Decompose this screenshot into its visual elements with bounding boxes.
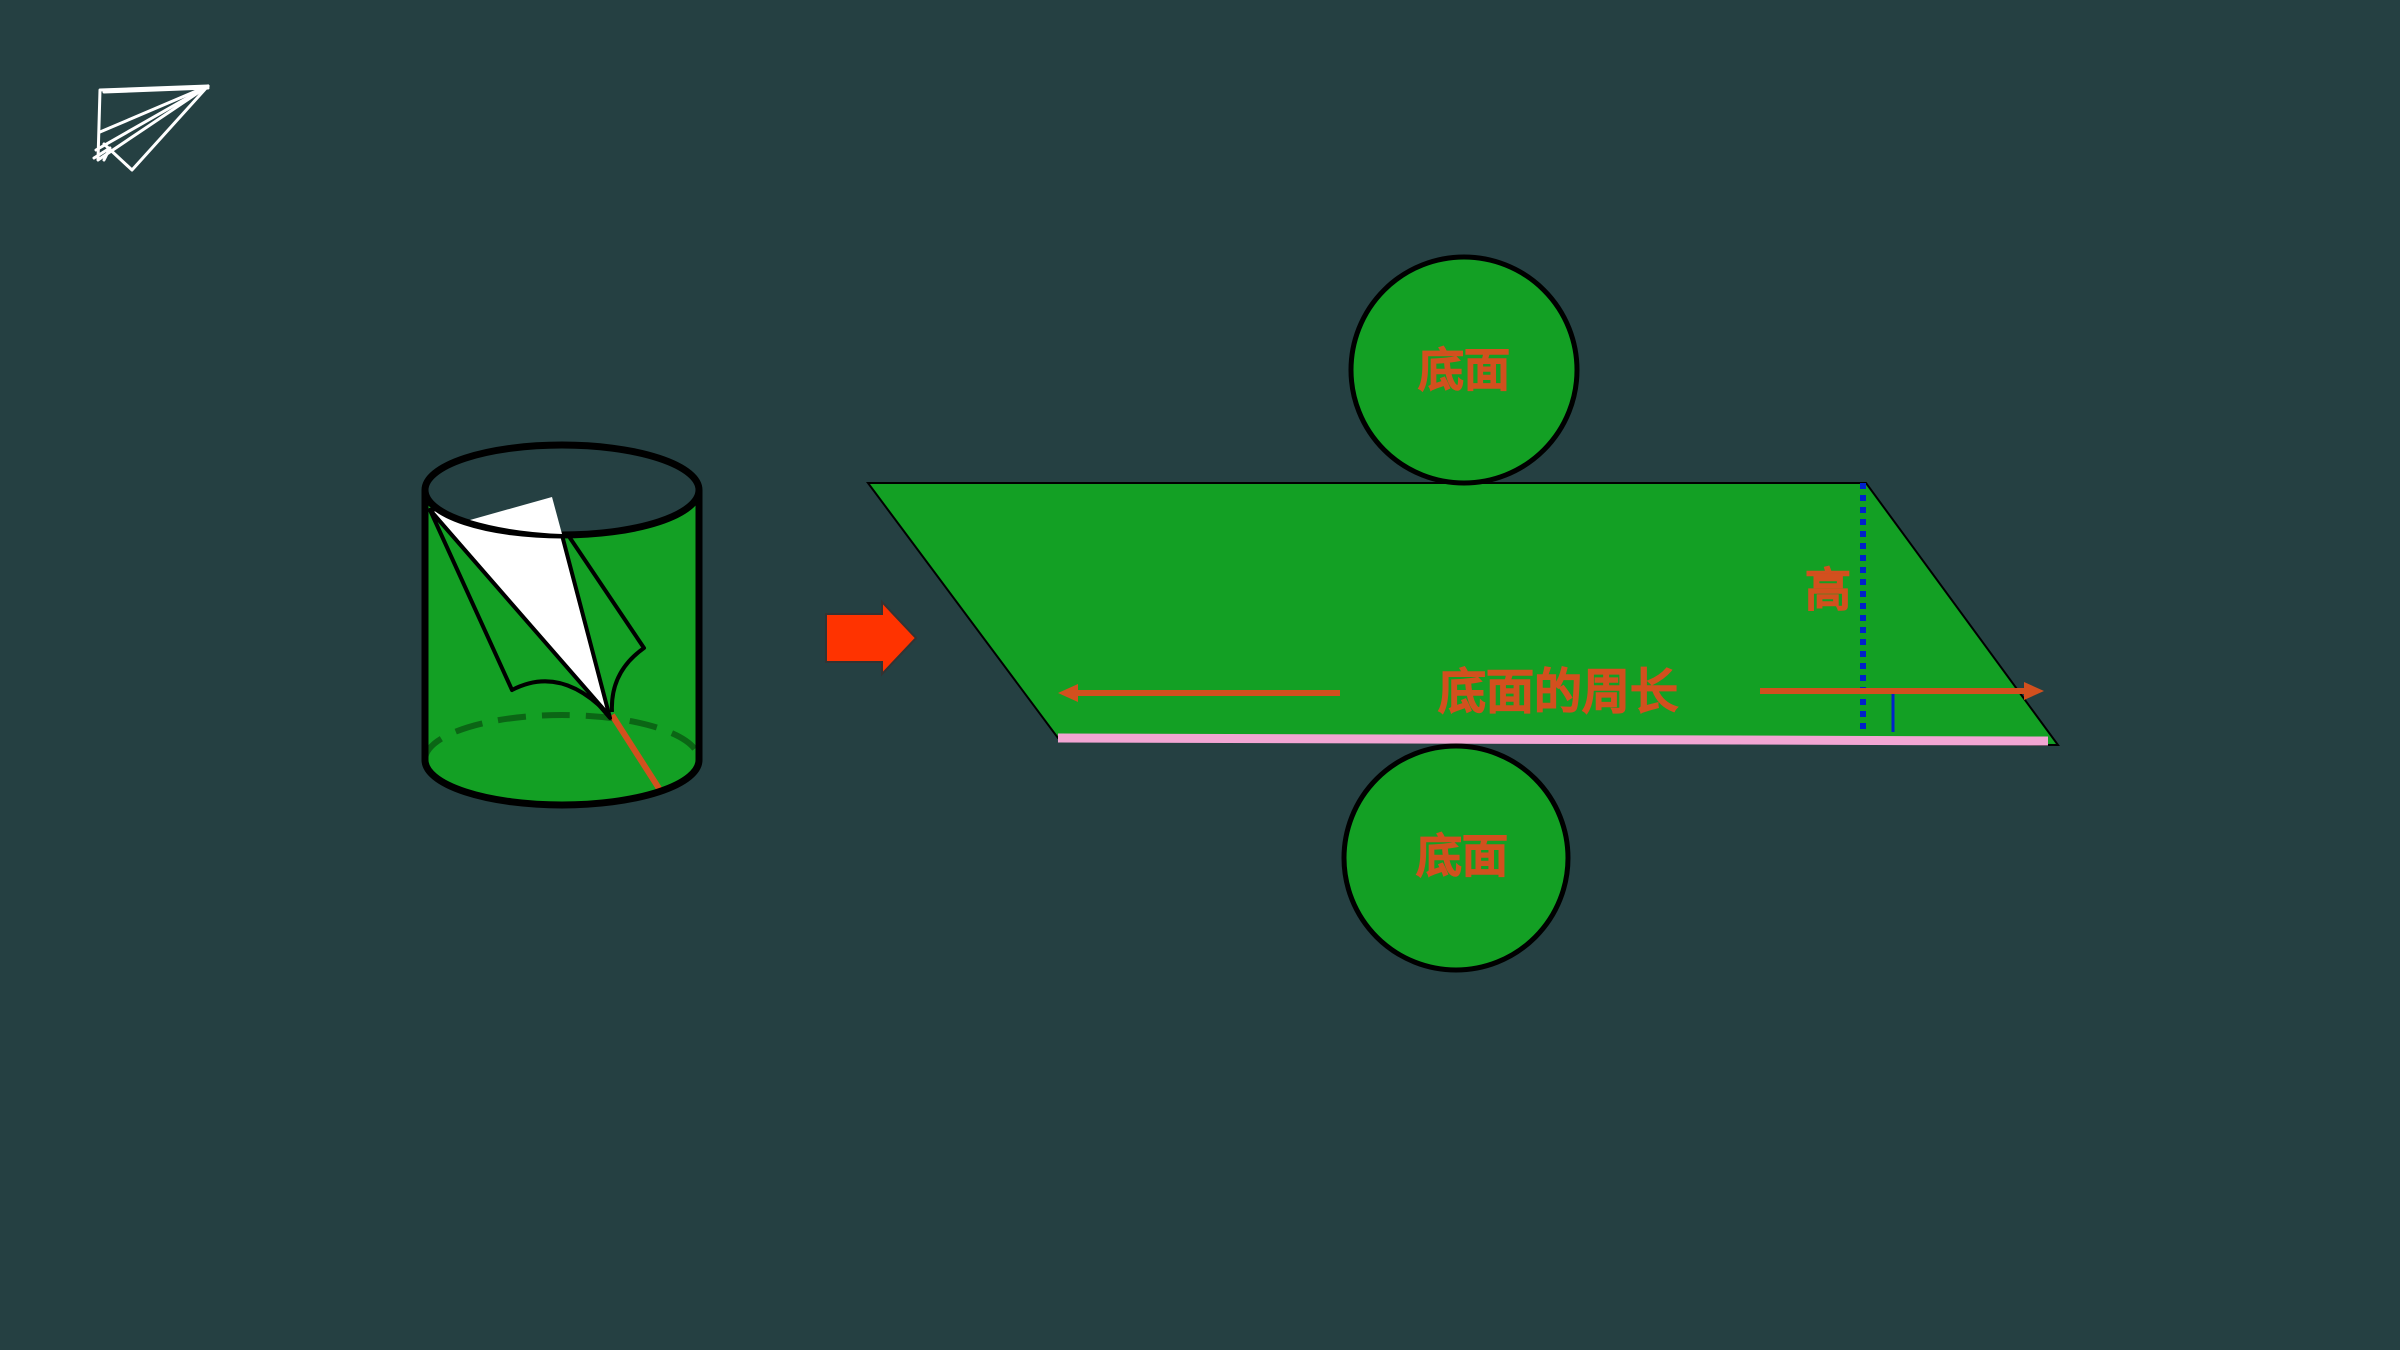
peeled-flap-left [428,508,608,714]
cylinder-cut-line [609,713,663,792]
peeled-paper-top [470,497,562,534]
cylinder [421,441,703,809]
paper-plane-icon [92,84,210,172]
height-label: 高 [1805,563,1851,617]
base-perimeter-label: 底面的周长 [1438,664,1678,720]
top-base-circle [1348,254,1580,486]
bottom-base-circle [1341,743,1571,973]
bottom-base-label: 底面 [1416,829,1508,883]
perimeter-arrow-left-head [1058,684,1078,702]
peeled-flap-right [564,530,646,713]
lateral-surface [866,482,2060,747]
right-arrow-icon [825,599,918,677]
perimeter-arrow-right-head [2024,682,2044,700]
top-base-label: 底面 [1418,343,1510,397]
lateral-surface-bottom-edge [1057,733,2049,746]
cylinder-bottom-front-edge [421,759,703,809]
lateral-surface-parallelogram [866,482,2060,747]
cylinder-top-ellipse [421,441,703,539]
cylinder-bottom-hidden-edge [422,712,702,761]
